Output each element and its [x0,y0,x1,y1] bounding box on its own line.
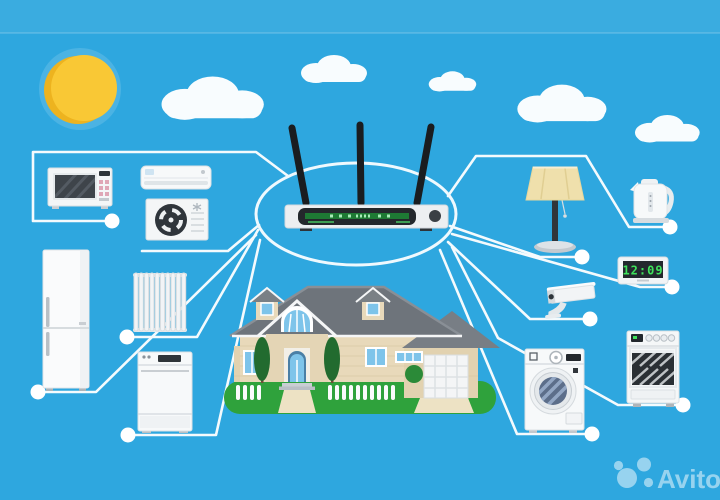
air-conditioner-icon [140,165,212,190]
dormer-right [355,286,391,320]
dormer-left [249,286,285,320]
avito-logo-dot [613,460,624,471]
garage-door [423,354,469,399]
line-to-lamp [448,224,577,259]
avito-logo-dot [643,477,654,488]
node-dot [104,213,120,229]
clock-time: 12:09 [622,264,663,278]
node-dot [664,279,680,295]
ac-outdoor-unit-icon [145,198,209,241]
connection-dots [30,213,691,443]
security-camera-icon [545,282,596,319]
node-dot [662,219,678,235]
node-dot [119,329,135,345]
tree-icon [254,337,423,383]
node-dot [574,249,590,265]
avito-logo-text: Avito [657,464,720,494]
entry-gable [256,298,338,390]
table-lamp-icon [525,166,585,253]
washing-machine-icon [524,348,585,433]
node-dot [30,384,46,400]
snowflake-icon [192,203,202,211]
avito-logo-dot [637,457,651,472]
line-to-kettle [446,154,665,229]
router-antennas [288,121,435,207]
node-dot [582,311,598,327]
driveway [414,398,474,413]
line-to-clock [450,232,667,289]
avito-watermark: Avito [613,457,720,494]
line-to-microwave [31,150,290,223]
picket-fence [236,385,395,400]
sky-top-strip [0,0,720,33]
line-to-radiator [133,228,260,339]
walkway [278,390,316,413]
sun-icon [39,48,121,130]
kitchen-stove-icon [626,330,680,407]
house-icon [224,285,500,414]
node-dot [584,426,600,442]
microwave-icon [47,167,113,209]
wifi-ellipse-ring [254,161,458,267]
refrigerator-icon [42,249,90,391]
radiator-icon [133,272,187,332]
line-to-ac-unit [140,223,261,253]
node-dot [120,427,136,443]
connection-lines [31,150,677,437]
line-to-fridge [44,233,258,394]
line-to-dishwasher [134,238,262,437]
dishwasher-icon [137,351,193,433]
clock-display [623,261,663,278]
avito-logo-dot [617,468,637,488]
wifi-router-icon [284,121,449,231]
kettle-icon [630,179,674,223]
line-to-washer [438,248,586,436]
line-to-camera [446,240,585,321]
router-button [429,210,441,222]
digital-clock-icon: 12:09 [617,256,669,285]
